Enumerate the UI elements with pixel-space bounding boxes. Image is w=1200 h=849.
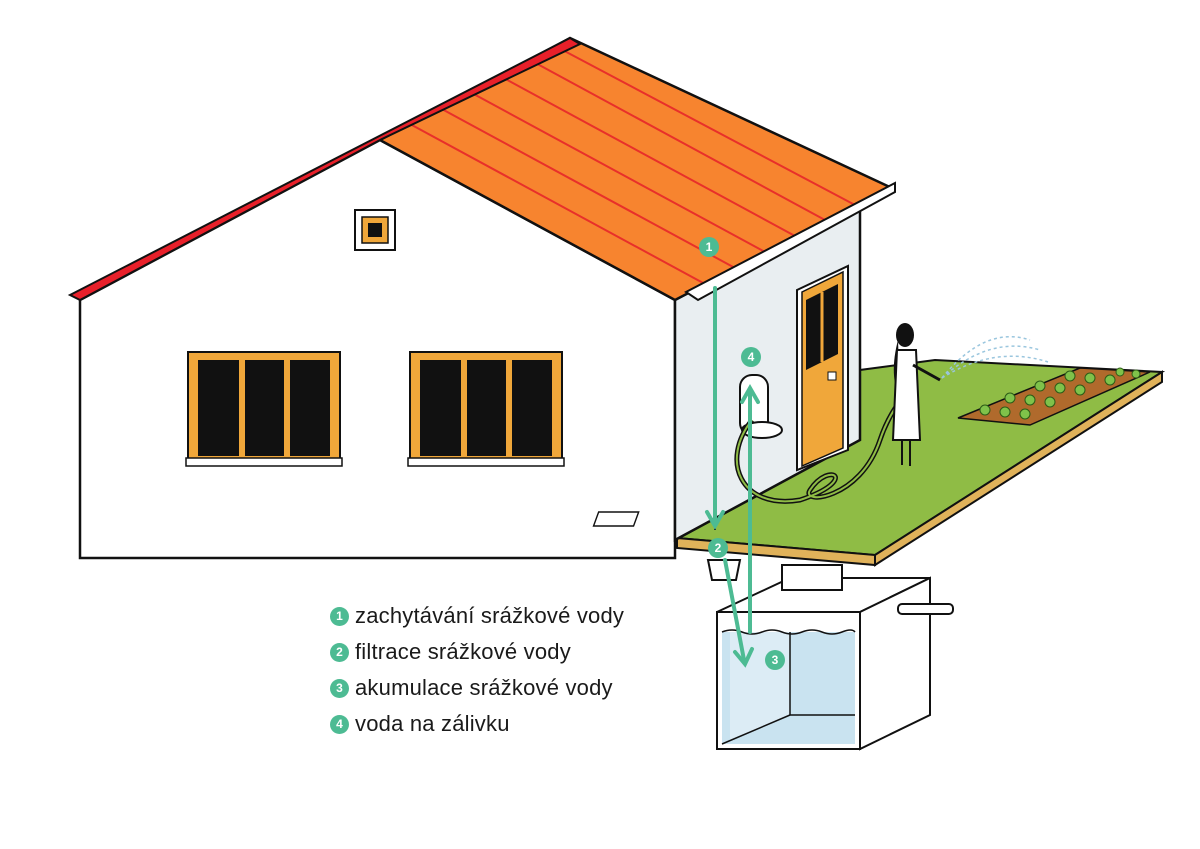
legend-label: zachytávání srážkové vody — [355, 603, 625, 628]
svg-text:3: 3 — [772, 653, 779, 667]
legend-badge: 2 — [330, 642, 349, 662]
legend-label: filtrace srážkové vody — [355, 639, 571, 664]
marker-4: 4 — [741, 347, 761, 367]
svg-text:4: 4 — [748, 350, 755, 364]
window-right — [407, 351, 565, 467]
marker-2: 2 — [708, 538, 728, 558]
legend-label: akumulace srážkové vody — [355, 675, 613, 700]
window-left — [185, 351, 343, 467]
marker-1: 1 — [699, 237, 719, 257]
person-watering — [891, 323, 1049, 466]
legend: 1 zachytávání srážkové vody 2 filtrace s… — [330, 598, 624, 742]
legend-item-4: 4 voda na zálivku — [330, 706, 624, 742]
vegetable-beds — [957, 367, 1151, 426]
house — [67, 36, 896, 560]
marker-3: 3 — [765, 650, 785, 670]
attic-window — [354, 209, 396, 251]
svg-text:1: 1 — [706, 240, 713, 254]
legend-badge: 3 — [330, 678, 349, 698]
legend-item-2: 2 filtrace srážkové vody — [330, 634, 624, 670]
legend-item-1: 1 zachytávání srážkové vody — [330, 598, 624, 634]
svg-text:2: 2 — [715, 541, 722, 555]
legend-badge: 4 — [330, 714, 349, 734]
legend-item-3: 3 akumulace srážkové vody — [330, 670, 624, 706]
legend-label: voda na zálivku — [355, 711, 510, 736]
legend-badge: 1 — [330, 606, 349, 626]
storage-tank — [706, 559, 954, 751]
flow-arrows — [705, 286, 760, 668]
side-door — [796, 264, 849, 472]
